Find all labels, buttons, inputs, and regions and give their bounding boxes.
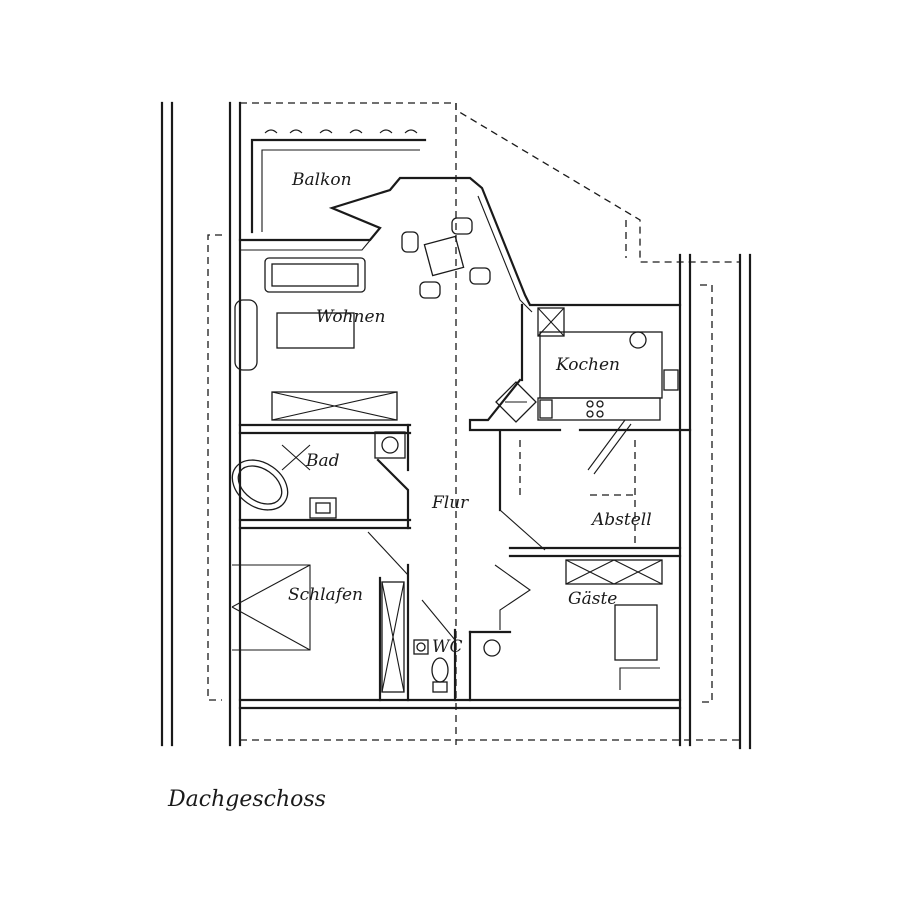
- interior-walls: [238, 176, 692, 702]
- guest-furniture: [565, 559, 663, 690]
- room-label-schlafen: Schlafen: [288, 585, 363, 605]
- living-furniture: [234, 217, 491, 371]
- balcony: [250, 129, 427, 234]
- room-label-bad: Bad: [305, 451, 340, 471]
- room-label-flur: Flur: [431, 493, 469, 513]
- bedroom-furniture: [231, 564, 405, 693]
- room-label-balkon: Balkon: [291, 170, 352, 190]
- wc-furniture: [413, 639, 501, 693]
- room-label-kochen: Kochen: [555, 355, 620, 375]
- kitchen-furniture: [495, 307, 679, 423]
- outer-walls: [160, 101, 752, 750]
- roof-outline: [207, 102, 740, 745]
- room-label-wohnen: Wohnen: [316, 307, 385, 327]
- plan-caption: Dachgeschoss: [167, 787, 326, 812]
- room-label-gaeste: Gäste: [568, 589, 617, 609]
- room-label-wc: WC: [432, 637, 462, 657]
- bathroom-furniture: [231, 391, 406, 519]
- room-label-abstell: Abstell: [590, 510, 652, 530]
